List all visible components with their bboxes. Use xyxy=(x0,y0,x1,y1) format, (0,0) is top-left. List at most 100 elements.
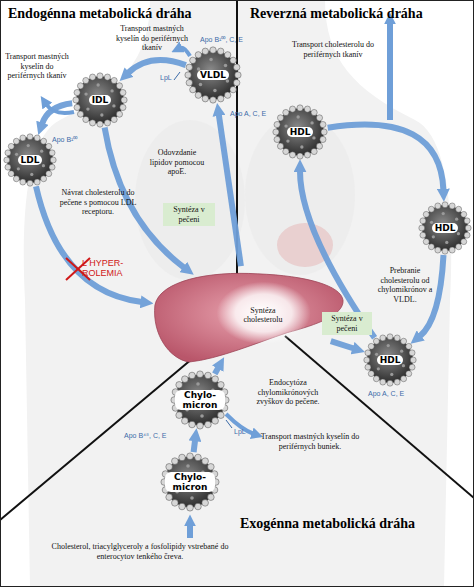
phospholipid-head xyxy=(420,232,426,238)
phospholipid-head xyxy=(409,364,415,370)
core-dot xyxy=(190,496,194,500)
core-dot xyxy=(40,150,43,153)
note-text: Transport mastných kyselín do periférnyc… xyxy=(260,432,360,451)
lipoprotein-particle: Chylo- micron xyxy=(170,370,230,430)
phospholipid-head xyxy=(185,72,191,78)
phospholipid-head xyxy=(116,111,122,117)
connector-label: Syntéza v pečeni xyxy=(163,203,215,226)
node-text-box: Chylo- micron xyxy=(170,370,230,430)
phospholipid-head xyxy=(195,503,202,510)
phospholipid-head xyxy=(283,109,289,115)
phospholipid-head xyxy=(373,338,379,344)
phospholipid-head xyxy=(394,379,400,385)
particle-label: Chylo- micron xyxy=(165,472,215,492)
flow-arrow xyxy=(180,48,190,56)
section-heading: Endogénna metabolická dráha xyxy=(8,6,236,22)
phospholipid-head xyxy=(5,164,11,170)
phospholipid-head xyxy=(120,89,126,95)
phospholipid-head xyxy=(311,109,317,115)
phospholipid-head xyxy=(304,152,310,158)
node-text-box: IDL xyxy=(72,72,128,128)
phospholipid-head xyxy=(49,150,55,156)
phospholipid-head xyxy=(311,148,317,154)
phospholipid-head xyxy=(449,203,455,209)
core-dot xyxy=(27,144,30,147)
phospholipid-head xyxy=(274,121,280,127)
particle-core xyxy=(276,108,323,155)
note-text: Transport cholesterolu do periférnych tk… xyxy=(288,40,378,59)
section-heading: Reverzná metabolická dráha xyxy=(250,6,472,22)
phospholipid-head xyxy=(74,89,80,95)
phospholipid-head xyxy=(116,83,122,89)
phospholipid-head xyxy=(380,379,386,385)
phospholipid-head xyxy=(8,143,14,149)
phospholipid-head xyxy=(428,206,434,212)
phospholipid-head xyxy=(50,157,56,163)
flow-connector xyxy=(128,60,186,73)
particle-label: LDL xyxy=(18,155,43,165)
section-heading: Exogénna metabolická dráha xyxy=(240,516,470,532)
phospholipid-head xyxy=(8,171,14,177)
phospholipid-head xyxy=(461,211,467,217)
lipoprotein-particle: LDL xyxy=(3,133,57,187)
phospholipid-head xyxy=(83,116,89,122)
phospholipid-head xyxy=(166,464,173,471)
phospholipid-head xyxy=(89,120,95,126)
phospholipid-head xyxy=(316,143,322,149)
apoprotein-label: Apo B¹⁰⁰, C, E xyxy=(200,36,255,44)
phospholipid-head xyxy=(465,225,471,231)
phospholipid-head xyxy=(230,57,236,63)
core-dot xyxy=(300,145,303,148)
phospholipid-head xyxy=(218,96,224,102)
phospholipid-head xyxy=(380,335,386,341)
core-dot xyxy=(186,464,190,468)
phospholipid-head xyxy=(205,421,212,428)
phospholipid-head xyxy=(46,171,52,177)
flow-connector xyxy=(194,440,196,452)
phospholipid-head xyxy=(297,105,303,111)
particle-core xyxy=(7,137,52,182)
particle-label: VLDL xyxy=(197,70,229,80)
phospholipid-head xyxy=(27,180,33,186)
phospholipid-head xyxy=(20,179,26,185)
phospholipid-head xyxy=(419,225,425,231)
phospholipid-head xyxy=(456,244,462,250)
phospholipid-head xyxy=(442,248,448,254)
phospholipid-head xyxy=(409,350,415,356)
phospholipid-head xyxy=(435,203,441,209)
phospholipid-head xyxy=(212,376,219,383)
phospholipid-head xyxy=(406,371,412,377)
phospholipid-head xyxy=(189,421,196,428)
phospholipid-head xyxy=(218,48,224,54)
core-dot xyxy=(296,115,299,118)
phospholipid-head xyxy=(283,148,289,154)
phospholipid-head xyxy=(316,115,322,121)
particle-core xyxy=(175,375,225,425)
phospholipid-head xyxy=(387,380,393,386)
phospholipid-head xyxy=(179,454,186,461)
phospholipid-head xyxy=(449,247,455,253)
phospholipid-head xyxy=(182,376,189,383)
phospholipid-head xyxy=(387,334,393,340)
phospholipid-head xyxy=(442,202,448,208)
phospholipid-head xyxy=(27,134,33,140)
phospholipid-head xyxy=(373,376,379,382)
flow-connector xyxy=(219,115,241,267)
core-dot xyxy=(100,113,103,116)
connector-label: Endocytóza chylomikrónových zvyškov do p… xyxy=(246,378,330,407)
phospholipid-head xyxy=(368,343,374,349)
particle-label: Chylo- micron xyxy=(175,390,225,410)
phospholipid-head xyxy=(41,138,47,144)
phospholipid-head xyxy=(205,372,212,379)
phospholipid-head xyxy=(172,458,179,465)
phospholipid-head xyxy=(187,453,194,460)
apoprotein-label: Apo A, C, E xyxy=(230,110,272,118)
phospholipid-head xyxy=(218,382,225,389)
core-dot xyxy=(286,139,289,142)
phospholipid-head xyxy=(394,335,400,341)
enzyme-label: LpL xyxy=(160,74,180,82)
phospholipid-head xyxy=(187,505,194,512)
node-text-box: HDL xyxy=(272,104,328,160)
phospholipid-head xyxy=(364,357,370,363)
flow-connector xyxy=(331,341,354,348)
